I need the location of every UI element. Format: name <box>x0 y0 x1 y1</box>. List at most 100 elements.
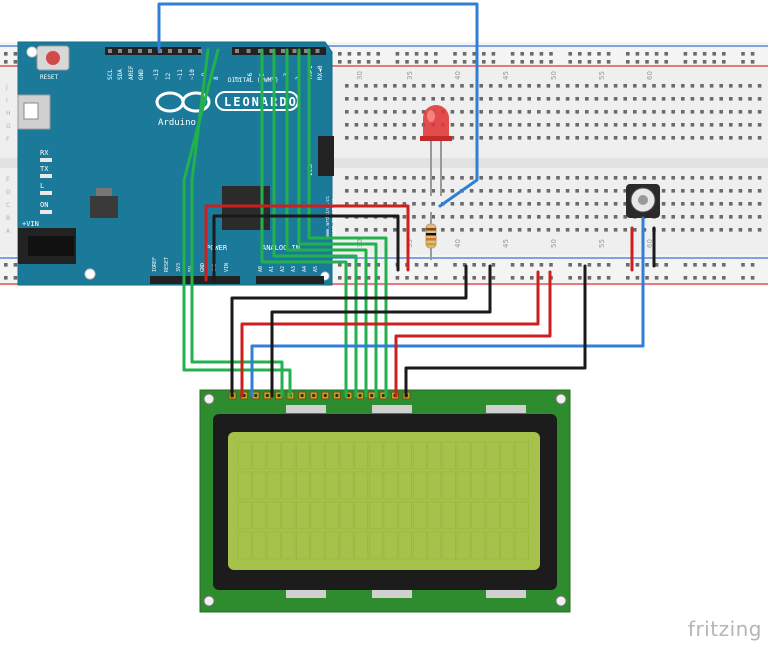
rail-hole <box>750 276 755 280</box>
breadboard-hole <box>709 202 714 206</box>
lcd-cell <box>354 471 369 500</box>
breadboard-hole <box>364 110 368 114</box>
breadboard-hole <box>441 84 445 88</box>
lcd-cell <box>398 501 412 530</box>
rail-hole <box>712 60 716 64</box>
breadboard-hole <box>748 202 752 206</box>
breadboard-hole <box>719 123 723 127</box>
breadboard-hole <box>700 189 704 193</box>
breadboard-hole <box>345 97 349 101</box>
lcd-cell <box>339 471 354 500</box>
breadboard-hole <box>527 136 531 140</box>
rail-hole <box>357 263 361 267</box>
rail-hole <box>539 52 544 56</box>
breadboard-hole <box>709 228 714 232</box>
breadboard-hole <box>613 189 618 193</box>
breadboard-hole <box>604 136 608 140</box>
breadboard-hole <box>585 215 589 219</box>
rail-hole <box>549 52 553 56</box>
rail-hole <box>578 60 582 64</box>
lcd-cell <box>412 501 427 530</box>
breadboard-hole <box>469 110 474 114</box>
lcd-cell <box>485 441 500 470</box>
breadboard-hole <box>757 189 762 193</box>
rail-hole <box>606 276 611 280</box>
breadboard-hole <box>460 97 464 101</box>
rail-hole <box>13 52 18 56</box>
breadboard-hole <box>556 84 560 88</box>
breadboard-hole <box>479 228 483 232</box>
breadboard-hole <box>373 123 378 127</box>
rail-hole <box>453 60 457 64</box>
breadboard-hole <box>613 123 618 127</box>
rail-hole <box>626 60 630 64</box>
lcd-cell <box>485 471 500 500</box>
breadboard-hole <box>613 136 618 140</box>
breadboard-hole <box>469 97 474 101</box>
breadboard-hole <box>421 97 426 101</box>
rail-hole <box>510 60 515 64</box>
breadboard-hole <box>498 97 503 101</box>
breadboard-hole <box>421 110 426 114</box>
lcd-tab <box>486 590 526 598</box>
rail-hole <box>606 52 611 56</box>
breadboard-hole <box>508 97 512 101</box>
rail-hole <box>347 263 352 267</box>
lcd-cell <box>515 501 529 530</box>
rail-hole <box>693 60 697 64</box>
lcd-cell <box>398 441 412 470</box>
header-pin <box>269 49 274 53</box>
rail-hole <box>654 60 659 64</box>
breadboard-hole <box>498 202 503 206</box>
lcd-display <box>199 389 571 613</box>
breadboard-hole <box>575 176 579 180</box>
lcd-pin-header <box>228 391 411 400</box>
breadboard-hole <box>729 123 733 127</box>
lcd-cell <box>442 441 456 470</box>
header-pin-label: AREF <box>128 65 135 80</box>
breadboard-hole <box>594 189 599 193</box>
potentiometer[interactable] <box>626 184 660 218</box>
header-pin <box>148 49 152 53</box>
breadboard-hole <box>700 202 704 206</box>
breadboard-hole <box>517 136 522 140</box>
led-label: L <box>40 182 44 190</box>
digital-header-left <box>105 47 201 55</box>
rail-hole <box>568 60 572 64</box>
breadboard-hole <box>421 189 426 193</box>
mount-hole <box>84 268 96 280</box>
breadboard-hole <box>709 110 714 114</box>
breadboard-hole <box>345 84 349 88</box>
breadboard-hole <box>460 215 464 219</box>
breadboard-hole <box>537 228 541 232</box>
rail-hole <box>491 60 496 64</box>
breadboard-hole <box>757 84 762 88</box>
lcd-cell <box>325 471 339 500</box>
lcd-cell <box>471 441 485 470</box>
breadboard-hole <box>373 202 378 206</box>
lcd-character-grid <box>237 441 529 560</box>
rail-hole <box>530 60 534 64</box>
breadboard-hole <box>556 189 560 193</box>
rail-hole <box>405 60 409 64</box>
breadboard-hole <box>729 110 733 114</box>
breadboard-hole <box>450 84 455 88</box>
breadboard-hole <box>604 228 608 232</box>
breadboard-hole <box>479 189 483 193</box>
lcd-cell <box>442 471 456 500</box>
lcd-cell <box>456 441 471 470</box>
breadboard-hole <box>537 123 541 127</box>
breadboard-hole <box>671 228 675 232</box>
breadboard-hole <box>345 136 349 140</box>
rail-hole <box>405 276 409 280</box>
breadboard-hole <box>738 84 743 88</box>
lcd-cell <box>471 471 485 500</box>
lcd-cell <box>252 471 266 500</box>
breadboard-hole <box>556 110 560 114</box>
breadboard-hole <box>489 97 493 101</box>
breadboard-hole <box>748 136 752 140</box>
breadboard-hole <box>604 215 608 219</box>
breadboard-hole <box>489 110 493 114</box>
rail-hole <box>395 276 400 280</box>
